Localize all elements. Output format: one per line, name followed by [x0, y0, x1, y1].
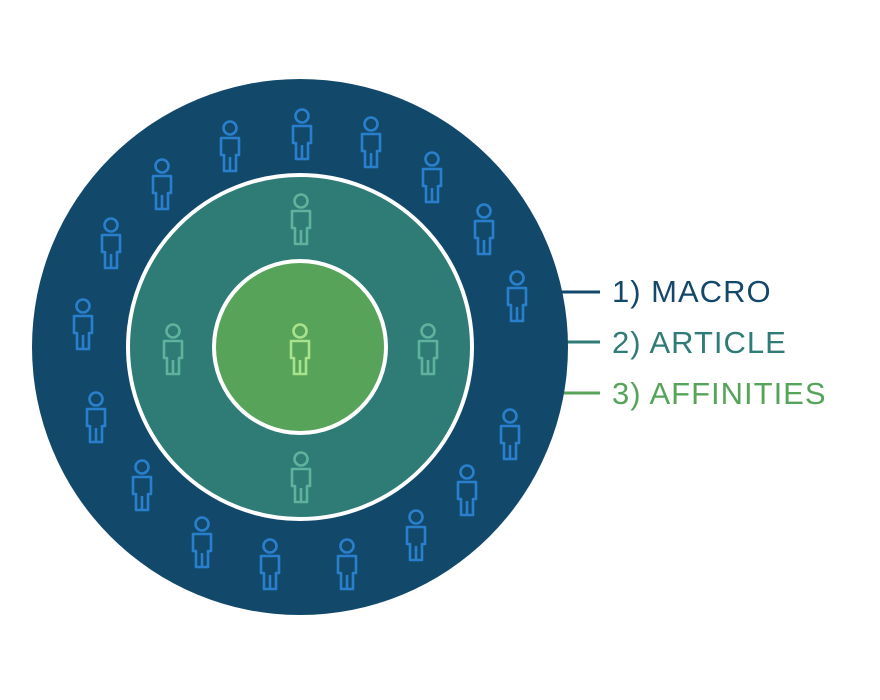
article-label: 2) ARTICLE	[612, 325, 787, 360]
macro-label: 1) MACRO	[612, 274, 772, 309]
affinities-ring	[212, 259, 388, 435]
affinities-label: 3) AFFINITIES	[612, 376, 827, 411]
